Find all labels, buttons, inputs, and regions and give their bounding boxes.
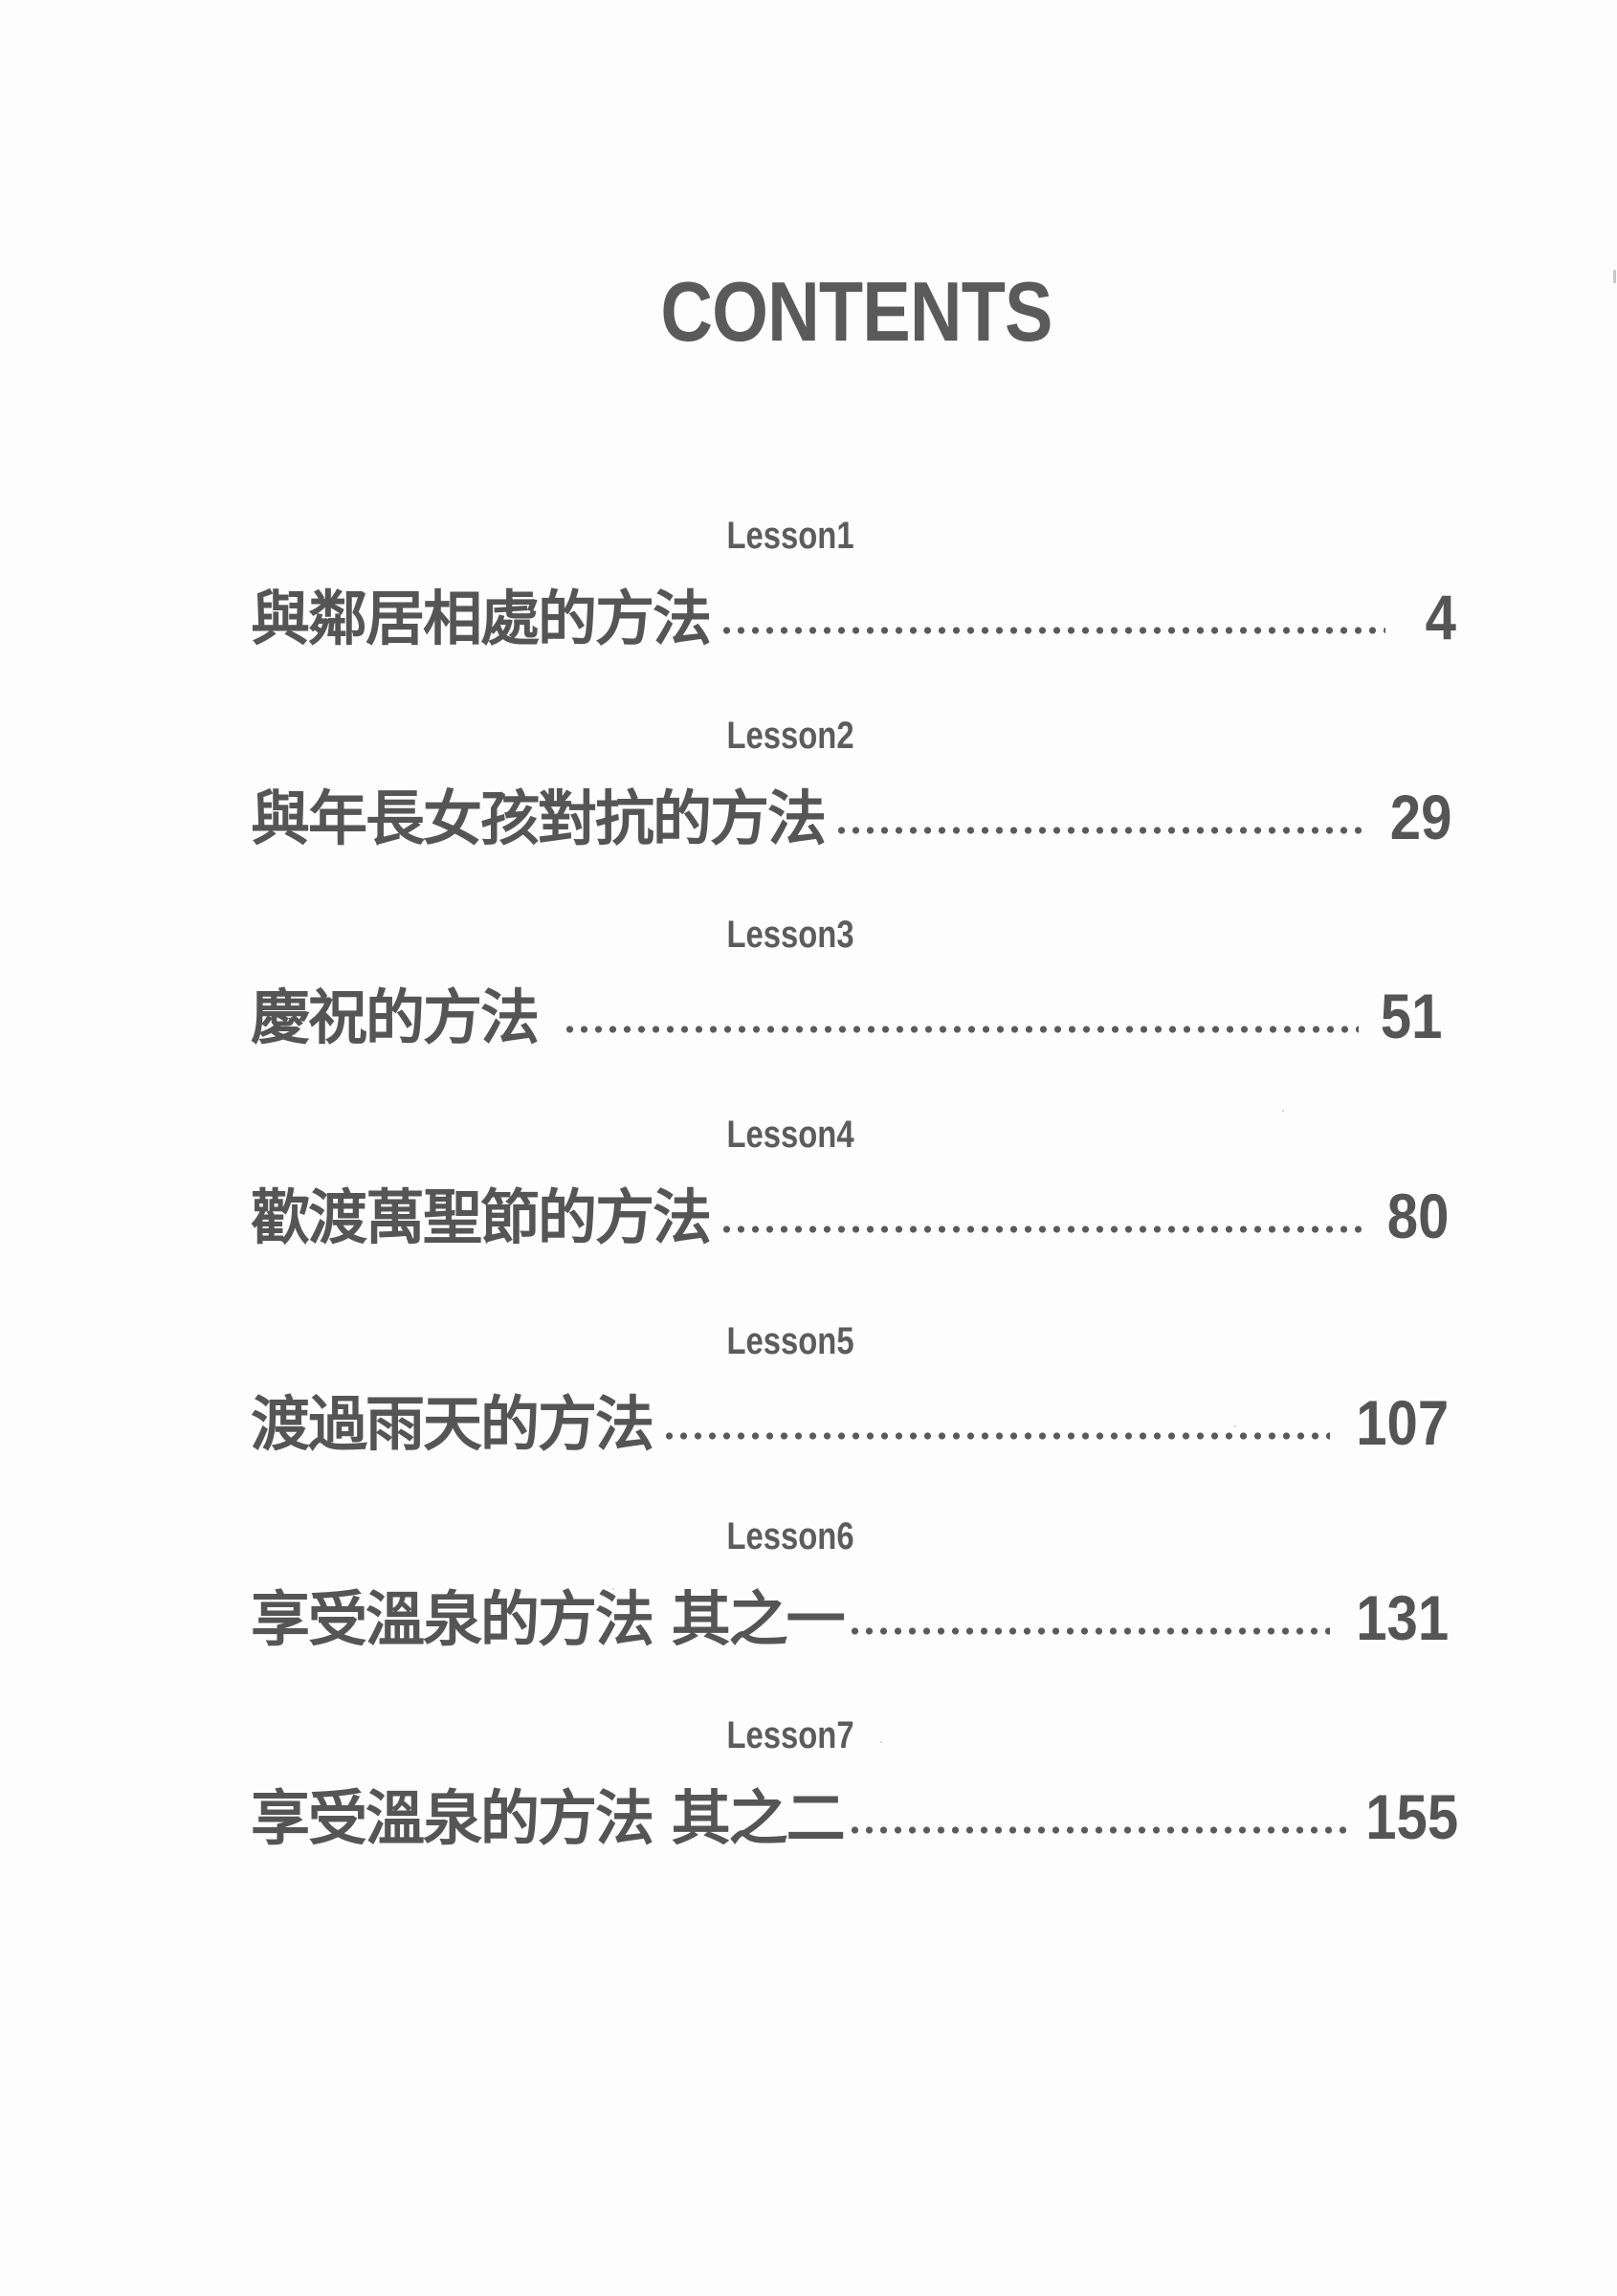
lesson-label: Lesson1 — [726, 515, 854, 557]
toc-entry-row: 享受溫泉的方法 其之一 131 — [251, 1573, 1449, 1649]
page-number: 107 — [1356, 1387, 1449, 1458]
page-number: 4 — [1425, 582, 1456, 652]
lesson-label: Lesson5 — [726, 1320, 854, 1362]
page-number: 51 — [1380, 981, 1442, 1051]
lesson-label: Lesson3 — [726, 914, 854, 956]
dot-leader — [662, 1431, 1330, 1441]
toc-entry[interactable]: Lesson4 歡渡萬聖節的方法 80 — [251, 1115, 1456, 1307]
toc-entry-row: 享受溫泉的方法 其之二 155 — [251, 1772, 1458, 1848]
scan-artifact — [1282, 1110, 1284, 1112]
toc-entry[interactable]: Lesson1 與鄰居相處的方法 4 — [251, 517, 1456, 708]
page-title: CONTENTS — [660, 264, 1052, 359]
toc-entry-row: 慶祝的方法 51 — [251, 971, 1442, 1048]
chapter-title: 歡渡萬聖節的方法 — [251, 1182, 712, 1252]
chapter-title: 享受溫泉的方法 其之二 — [251, 1783, 846, 1853]
chapter-title: 慶祝的方法 — [251, 982, 540, 1052]
dot-leader — [847, 1626, 1330, 1636]
scan-artifact — [880, 1741, 882, 1743]
dot-leader — [720, 626, 1385, 635]
dot-leader — [834, 826, 1368, 835]
toc-entry[interactable]: Lesson7 享受溫泉的方法 其之二 155 — [251, 1714, 1458, 1908]
dot-leader — [847, 1825, 1347, 1835]
lesson-label: Lesson2 — [726, 715, 854, 757]
lesson-label: Lesson4 — [726, 1114, 854, 1156]
scan-artifact — [612, 1588, 614, 1590]
toc-entry[interactable]: Lesson2 與年長女孩對抗的方法 29 — [251, 717, 1456, 908]
toc-entry-row: 渡過雨天的方法 107 — [251, 1378, 1449, 1454]
toc-entry[interactable]: Lesson3 慶祝的方法 51 — [251, 916, 1456, 1107]
page-number: 131 — [1356, 1582, 1449, 1653]
page-number: 29 — [1389, 782, 1451, 852]
toc-entry-row: 與年長女孩對抗的方法 29 — [251, 772, 1451, 849]
dot-leader — [720, 1225, 1365, 1234]
chapter-title: 渡過雨天的方法 — [251, 1389, 654, 1459]
chapter-title: 享受溫泉的方法 其之一 — [251, 1584, 846, 1654]
scan-artifact — [1234, 1425, 1236, 1427]
toc-entry[interactable]: Lesson6 享受溫泉的方法 其之一 131 — [251, 1517, 1456, 1709]
page-number: 80 — [1386, 1181, 1449, 1251]
toc-entry[interactable]: Lesson5 渡過雨天的方法 107 — [251, 1322, 1456, 1513]
chapter-title: 與鄰居相處的方法 — [251, 584, 712, 653]
lesson-label: Lesson6 — [726, 1515, 854, 1557]
lesson-label: Lesson7 — [726, 1714, 854, 1756]
chapter-title: 與年長女孩對抗的方法 — [251, 784, 827, 853]
toc-entry-row: 與鄰居相處的方法 4 — [251, 572, 1456, 649]
scan-artifact — [1613, 270, 1616, 283]
toc-entry-row: 歡渡萬聖節的方法 80 — [251, 1171, 1449, 1247]
page-number: 155 — [1365, 1781, 1458, 1852]
dot-leader — [563, 1025, 1359, 1034]
